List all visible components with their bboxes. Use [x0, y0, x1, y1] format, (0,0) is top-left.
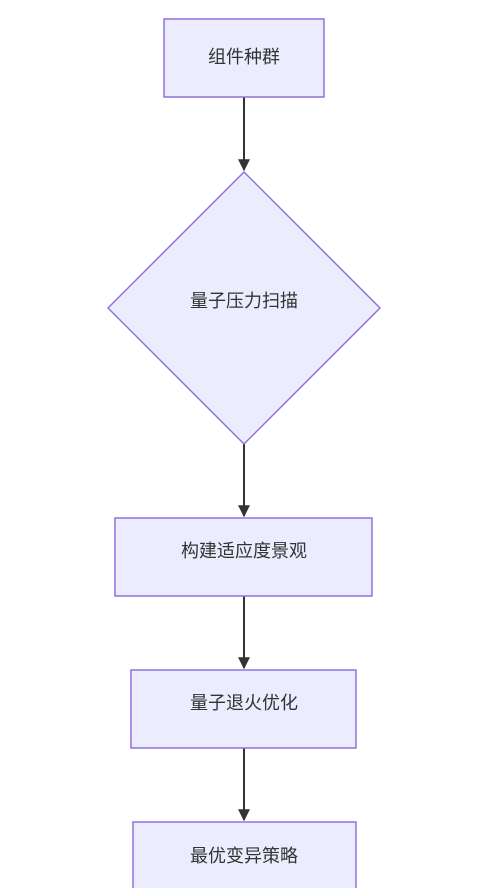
node-box [130, 669, 357, 749]
node-diamond [106, 170, 382, 446]
node-component-population: 组件种群 [163, 18, 325, 98]
node-label: 最优变异策略 [190, 846, 298, 867]
node-box [114, 517, 373, 597]
node-label: 量子退火优化 [190, 693, 298, 714]
node-build-fitness-landscape: 构建适应度景观 [114, 517, 373, 597]
node-label: 组件种群 [208, 47, 280, 68]
node-box [132, 821, 357, 888]
node-label: 构建适应度景观 [181, 541, 307, 562]
node-box [163, 18, 325, 98]
node-quantum-annealing-optimization: 量子退火优化 [130, 669, 357, 749]
node-label: 量子压力扫描 [190, 291, 298, 312]
node-quantum-pressure-scan: 量子压力扫描 [106, 170, 382, 446]
node-optimal-mutation-strategy: 最优变异策略 [132, 821, 357, 888]
